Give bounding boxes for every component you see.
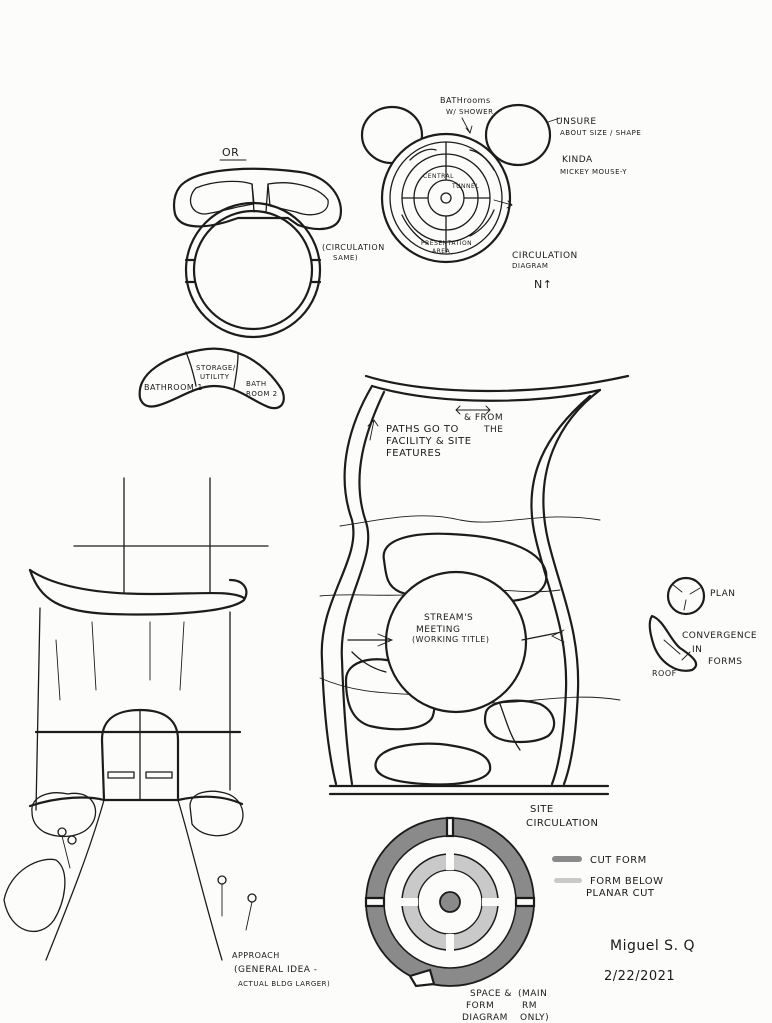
cut-form-label: CUT FORM (590, 855, 647, 866)
paths-and-from-label: & FROM (464, 413, 503, 423)
plan-label: PLAN (710, 589, 736, 599)
paths-label-1: PATHS GO TO (386, 424, 459, 435)
or-label: OR (222, 146, 239, 159)
unsure-label-2: ABOUT SIZE / SHAPE (560, 129, 641, 137)
sketch-date: 2/22/2021 (604, 969, 675, 984)
bathrooms-shower-label-1: BATHrooms (440, 96, 491, 105)
storage-label-1: STORAGE/ (196, 364, 236, 372)
paths-label-3: FEATURES (386, 448, 441, 459)
approach-label-2: (GENERAL IDEA - (234, 965, 318, 975)
alternate-plan-sketch: OR (CIRCULATION SAME) (172, 146, 385, 339)
convergence-in-forms: PLAN CONVERGENCE IN FORMS ROOF (648, 576, 757, 678)
streams-meeting-label-2: MEETING (416, 625, 461, 635)
flower-icons (57, 827, 257, 931)
streams-meeting-label-3: (WORKING TITLE) (412, 635, 489, 644)
author-name: Miguel S. Q (610, 938, 695, 954)
circulation-same-label-1: (CIRCULATION (322, 243, 385, 252)
paths-the-label: THE (483, 425, 503, 435)
space-form-label-3: DIAGRAM (462, 1013, 508, 1023)
approach-label-3: ACTUAL BLDG LARGER) (238, 980, 330, 988)
convergence-label-1: CONVERGENCE (682, 631, 757, 641)
author-block: Miguel S. Q 2/22/2021 (604, 938, 695, 984)
storage-label-2: UTILITY (200, 373, 230, 381)
space-form-label-2: FORM (466, 1001, 494, 1011)
form-below-label-1: FORM BELOW (590, 876, 664, 887)
paths-label-2: FACILITY & SITE (386, 436, 472, 447)
circulation-diagram-label-1: CIRCULATION (512, 251, 578, 261)
main-room-label-2: RM (522, 1001, 537, 1011)
circulation-same-label-2: SAME) (333, 254, 358, 262)
convergence-label-2: IN (692, 645, 702, 655)
streams-meeting-label-1: STREAM'S (424, 613, 473, 623)
main-room-label-1: (MAIN (518, 989, 547, 999)
approach-elevation: APPROACH (GENERAL IDEA - ACTUAL BLDG LAR… (3, 477, 330, 988)
approach-label-1: APPROACH (232, 951, 280, 960)
bathroom-2-label-1: BATH (246, 380, 267, 388)
convergence-label-3: FORMS (708, 657, 743, 667)
kinda-label-1: KINDA (562, 155, 593, 165)
kinda-label-2: MICKEY MOUSE-Y (560, 168, 627, 176)
bathroom-2-label-2: ROOM 2 (246, 390, 278, 398)
circulation-diagram: CENTRAL TUNNEL PRESENTATION AREA BATHroo… (360, 96, 641, 291)
central-tunnel-label-2: TUNNEL (451, 183, 479, 190)
legend: CUT FORM FORM BELOW PLANAR CUT (552, 855, 664, 899)
unsure-label-1: UNSURE (556, 117, 597, 127)
cut-form-swatch (552, 856, 582, 862)
central-tunnel-label-1: CENTRAL (423, 173, 454, 180)
site-circulation-label-1: SITE (530, 804, 554, 815)
site-circulation-diagram: & FROM PATHS GO TO THE FACILITY & SITE F… (319, 374, 630, 829)
bathroom-storage-plan: BATHROOM 1 STORAGE/ UTILITY BATH ROOM 2 (138, 347, 285, 410)
roof-label: ROOF (652, 669, 677, 678)
site-circulation-label-2: CIRCULATION (526, 818, 598, 829)
space-form-diagram: SPACE & FORM DIAGRAM (MAIN RM ONLY) (364, 816, 549, 1023)
bathrooms-shower-label-2: W/ SHOWER (446, 108, 493, 116)
bathroom-1-label: BATHROOM 1 (144, 383, 203, 392)
presentation-area-label-1: PRESENTATION (421, 240, 472, 247)
north-arrow-label: N↑ (534, 278, 552, 291)
space-form-label-1: SPACE & (470, 989, 512, 999)
form-below-swatch (554, 878, 582, 883)
form-below-label-2: PLANAR CUT (586, 888, 655, 899)
main-room-label-3: ONLY) (520, 1013, 549, 1023)
circulation-diagram-label-2: DIAGRAM (512, 262, 548, 270)
presentation-area-label-2: AREA (432, 248, 451, 255)
